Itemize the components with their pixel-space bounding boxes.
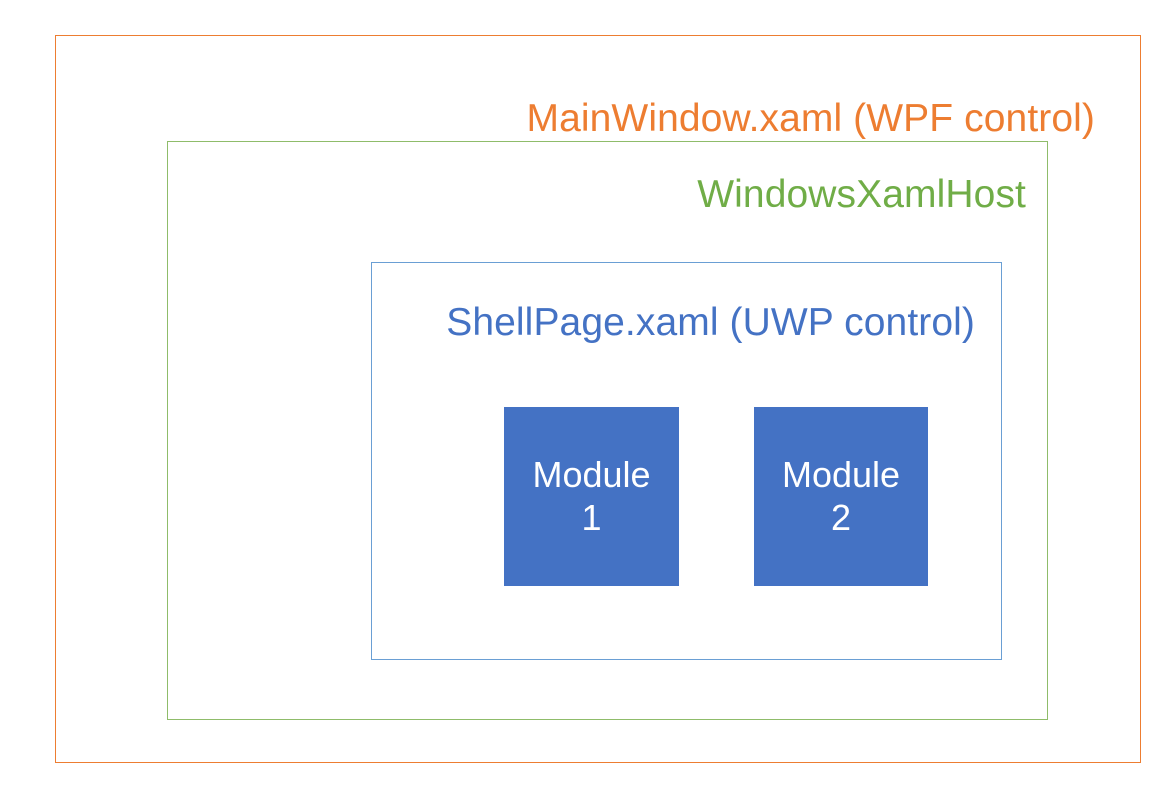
wpf-container-rect: MainWindow.xaml (WPF control) WindowsXam… — [55, 35, 1141, 763]
module-box-1: Module 1 — [504, 407, 679, 586]
module-2-index: 2 — [830, 496, 852, 538]
module-1-name: Module — [532, 454, 651, 496]
uwp-container-rect: ShellPage.xaml (UWP control) Module 1 Mo… — [371, 262, 1002, 660]
wpf-container-label: MainWindow.xaml (WPF control) — [526, 97, 1095, 140]
module-1-index: 1 — [581, 496, 602, 538]
module-2-name: Module — [781, 454, 901, 496]
module-box-2: Module 2 — [754, 407, 928, 586]
windowsxamlhost-container-label: WindowsXamlHost — [697, 173, 1026, 216]
windowsxamlhost-container-rect: WindowsXamlHost ShellPage.xaml (UWP cont… — [167, 141, 1048, 720]
uwp-container-label: ShellPage.xaml (UWP control) — [446, 301, 975, 344]
